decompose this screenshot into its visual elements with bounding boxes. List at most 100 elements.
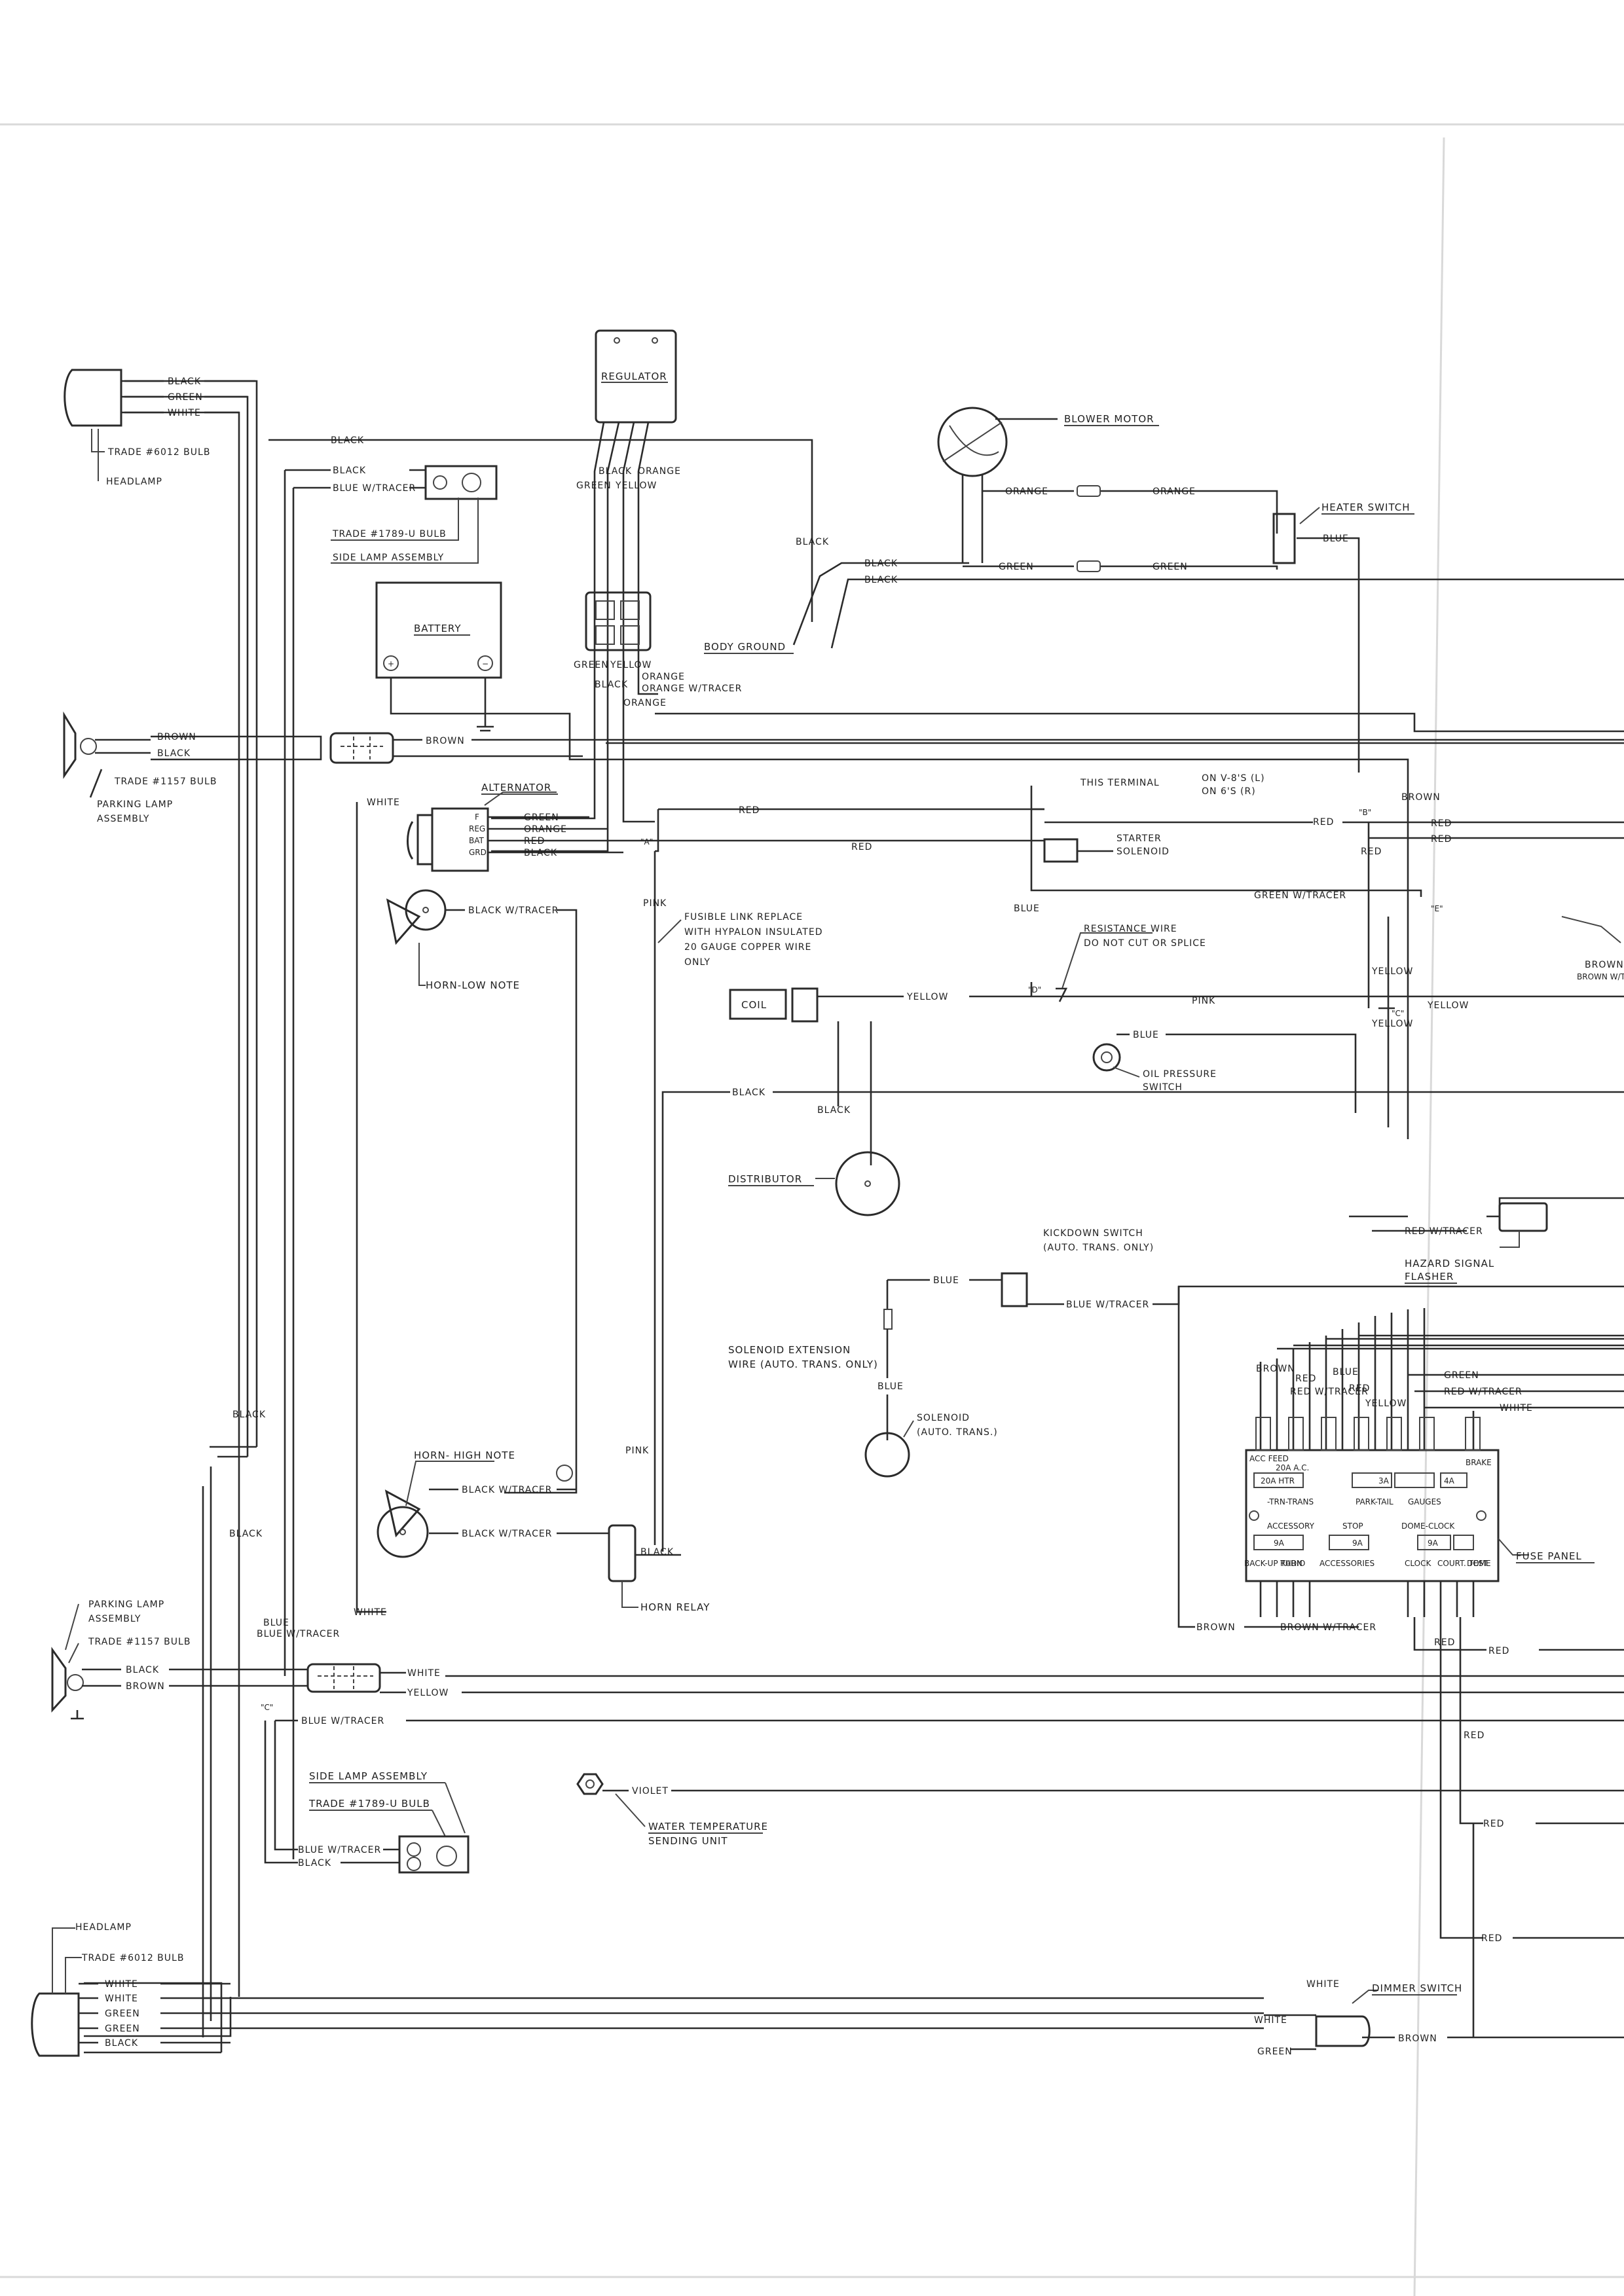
fuse-label: -TRN-TRANS [1267,1497,1314,1506]
parking-lamp-upper: BROWN BLACK BROWN TRADE #1157 BULB PARKI… [63,711,1624,824]
heater-switch-label: HEATER SWITCH [1321,501,1411,513]
water-temp-label: SENDING UNIT [648,1835,728,1847]
paper-fold [1413,137,1445,2296]
fusible-link-leader [657,919,682,943]
fuse-label: STOP [1342,1522,1363,1531]
fuse-label: BACK-UP TURN [1244,1559,1302,1568]
fuse-label: PARK-TAIL [1356,1497,1393,1506]
oil-pressure-label: SWITCH [1143,1082,1183,1093]
side-lamp-label: SIDE LAMP ASSEMBLY [309,1770,428,1782]
label-yellow: YELLOW [1427,1000,1469,1011]
trade-1789-label: TRADE #1789-U BULB [332,529,447,539]
label-white: WHITE [168,408,201,418]
label-black: BLACK [333,465,366,476]
label-brown: BROWN [426,736,465,746]
body-ground-label: BODY GROUND [704,641,786,653]
wire-red-lower2 [1439,1617,1624,1939]
label-pink: PINK [1192,996,1215,1006]
label-red: RED [1295,1374,1316,1384]
resistance-wire-label: DO NOT CUT OR SPLICE [1084,938,1206,949]
label-white: WHITE [1254,2015,1287,2026]
label-yellow: YELLOW [1365,1398,1407,1409]
label-red: RED [1483,1819,1504,1829]
fuse-label: 3A [1378,1476,1390,1485]
hazard-flasher-label: FLASHER [1405,1271,1454,1283]
label-blue-tracer: BLUE W/TRACER [301,1716,384,1726]
label-red: RED [1434,1637,1455,1648]
label-pink: PINK [625,1446,649,1456]
side-lamp-upper: BLACK BLUE W/TRACER TRADE #1789-U BULB S… [284,465,498,1859]
fusible-link-label: WITH HYPALON INSULATED [684,927,822,938]
label-brown: BROWN [1401,792,1441,803]
terminal-label: F [475,812,479,822]
parking-lamp-label: ASSEMBLY [97,814,149,824]
distributor-label: DISTRIBUTOR [728,1173,802,1185]
this-terminal-label: ON V-8'S (L) [1202,773,1265,784]
label-black: BLACK [298,1858,331,1868]
fuse-label: CLOCK [1405,1559,1431,1568]
regulator-label: REGULATOR [601,371,667,382]
label-black: BLACK [232,1410,266,1420]
fusible-link-label: FUSIBLE LINK REPLACE [684,912,803,922]
label-brown: BROWN [1398,2033,1437,2044]
fuse-label: DOME-CLOCK [1401,1522,1455,1531]
label-brown-tracer: BROWN W/TRACER [1280,1622,1376,1633]
label-white: WHITE [1306,1979,1340,1990]
solenoid-auto: SOLENOID EXTENSION WIRE (AUTO. TRANS. ON… [728,1344,998,1478]
side-lamp-label: SIDE LAMP ASSEMBLY [333,553,444,563]
label-green: GREEN [524,812,559,823]
label-brown: BROWN [157,732,196,742]
terminal-mark: "C" [261,1703,273,1712]
parking-lamp-label: PARKING LAMP [97,799,173,810]
label-black: BLACK [817,1105,851,1116]
label-pink: PINK [643,898,667,909]
label-white: WHITE [1500,1403,1533,1413]
label-red: RED [1481,1933,1502,1944]
label-yellow: YELLOW [1371,1019,1413,1029]
wire-orange-long [655,712,1624,733]
alternator: F REG BAT GRD GREEN ORANGE RED BLACK ALT… [407,782,655,872]
battery: BATTERY + − [375,581,1409,1139]
horn-relay-label: HORN RELAY [640,1601,710,1613]
label-blue: BLUE [1133,1030,1159,1040]
label-black: BLACK [599,466,632,477]
label-black: BLACK [864,575,898,585]
label-red: RED [739,805,760,816]
label-red-tracer: RED W/TRACER [1290,1387,1369,1397]
trade-6012-label: TRADE #6012 BULB [107,447,210,458]
terminal-label: GRD [469,848,487,857]
label-blue-tracer: BLUE W/TRACER [298,1845,381,1855]
kickdown-switch-label: KICKDOWN SWITCH [1043,1228,1143,1239]
label-brown-tracer: BROWN W/TRACER [1577,972,1624,981]
headlamp-upper: BLACK GREEN WHITE TRADE #6012 BULB HEADL… [64,369,255,487]
fuse-label: 20A A.C. [1276,1463,1309,1472]
hazard-flasher: RED W/TRACER HAZARD SIGNAL FLASHER [1349,1197,1624,1284]
label-white: WHITE [105,1994,138,2004]
label-black-tracer: BLACK W/TRACER [462,1485,552,1495]
headlamp-lower: WHITE WHITE GREEN GREEN BLACK HEADLAMP T… [31,1922,1264,2057]
label-blue-tracer: BLUE W/TRACER [1066,1300,1149,1310]
horn-high-label: HORN- HIGH NOTE [414,1449,515,1461]
starter-solenoid: STARTER SOLENOID THIS TERMINAL ON V-8'S … [1030,773,1422,897]
label-yellow: YELLOW [610,660,652,670]
label-orange: ORANGE [1153,486,1196,497]
fuse-label: ACC FEED [1249,1454,1289,1463]
label-brown: BROWN [1256,1364,1295,1374]
label-blue: BLUE [1333,1367,1359,1377]
oil-pressure-switch: BLUE OIL PRESSURE SWITCH [1092,1030,1357,1113]
water-temp-label: WATER TEMPERATURE [648,1821,768,1832]
solenoid-label: (AUTO. TRANS.) [917,1427,998,1438]
label-yellow: YELLOW [1371,966,1413,977]
label-red: RED [1431,834,1452,845]
solenoid-ext-label: SOLENOID EXTENSION [728,1344,851,1356]
terminal-mark: "A" [640,837,653,847]
label-white: WHITE [407,1668,441,1679]
label-orange: ORANGE [642,672,685,682]
headlamp-label: HEADLAMP [75,1922,132,1933]
label-red-tracer: RED W/TRACER [1444,1387,1522,1397]
body-ground: BODY GROUND [704,562,1624,654]
coil-label: COIL [741,999,767,1011]
fusible-link-label: 20 GAUGE COPPER WIRE [684,942,811,953]
heater-switch: HEATER SWITCH [1272,501,1414,773]
